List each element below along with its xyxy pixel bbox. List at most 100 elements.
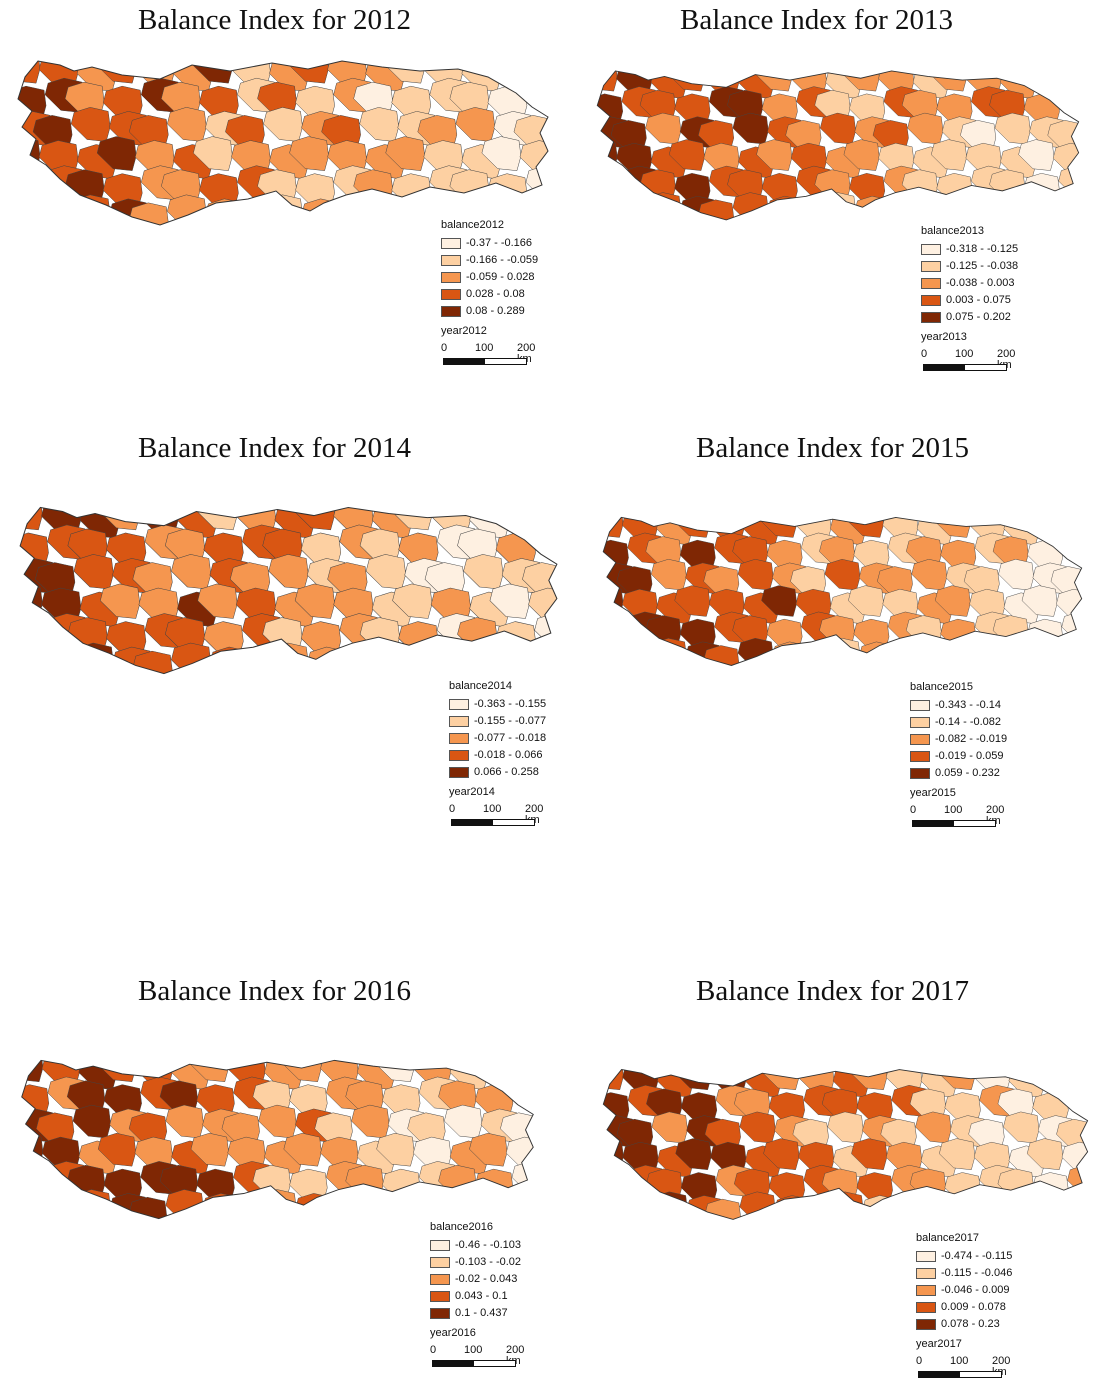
province-region: [968, 1198, 1005, 1220]
province-region: [930, 139, 967, 171]
province-region: [525, 165, 548, 201]
province-region: [824, 638, 861, 666]
province-region: [229, 650, 270, 674]
legend-swatch: [430, 1240, 450, 1251]
province-region: [72, 1104, 111, 1139]
province-region: [171, 642, 212, 674]
legend-label: -0.018 - 0.066: [474, 749, 543, 761]
map-title: Balance Index for 2017: [696, 975, 969, 1007]
province-region: [733, 1168, 771, 1201]
province-region: [203, 532, 244, 568]
province-region: [519, 140, 548, 175]
province-region: [772, 641, 808, 666]
province-region: [944, 1172, 981, 1204]
province-region: [103, 1084, 142, 1118]
map-title: Balance Index for 2013: [680, 4, 953, 36]
province-region: [645, 192, 682, 220]
legend-entry: -0.038 - 0.003: [921, 275, 1031, 292]
province-region: [345, 1080, 384, 1115]
province-region: [398, 532, 439, 568]
province-region: [651, 1111, 688, 1144]
legend-title: balance2016: [430, 1221, 494, 1233]
legend-swatch: [441, 255, 461, 266]
province-region: [489, 583, 530, 619]
province-region: [227, 1136, 266, 1171]
map-title: Balance Index for 2016: [138, 975, 411, 1007]
province-region: [668, 139, 705, 171]
legend-entry: -0.318 - -0.125: [921, 241, 1031, 258]
province-region: [72, 1189, 111, 1219]
province-region: [469, 1132, 508, 1167]
legend-title: balance2015: [910, 681, 974, 693]
province-region: [1018, 139, 1055, 171]
legend-label: 0.08 - 0.289: [466, 305, 525, 317]
legend-entry: -0.37 - -0.166: [441, 235, 551, 252]
legend-swatch: [921, 278, 941, 289]
legend-label: -0.046 - 0.009: [941, 1284, 1010, 1296]
legend-label: -0.155 - -0.077: [474, 715, 547, 727]
scale-bar-graphic: [443, 358, 527, 365]
province-region: [481, 136, 522, 171]
province-region: [1032, 641, 1069, 666]
province-region: [359, 617, 400, 653]
province-region: [449, 81, 490, 117]
province-region: [940, 539, 977, 572]
province-region: [872, 199, 909, 220]
legend-label: -0.038 - 0.003: [946, 277, 1015, 289]
province-region: [710, 1141, 747, 1174]
legend-label: -0.343 - -0.14: [935, 699, 1002, 711]
legend-label: 0.059 - 0.232: [935, 767, 1000, 779]
province-region: [603, 585, 624, 617]
province-region: [320, 1136, 359, 1171]
legend-label: 0.009 - 0.078: [941, 1301, 1006, 1313]
province-region: [225, 115, 265, 150]
country-outline: [596, 70, 1080, 221]
scale-label: 0: [916, 1355, 923, 1367]
province-region: [164, 617, 206, 653]
legend-swatch: [921, 295, 941, 306]
province-region: [674, 585, 711, 617]
province-region: [167, 107, 207, 142]
province-region: [905, 536, 942, 568]
province-region: [858, 641, 895, 666]
province-region: [225, 202, 265, 225]
province-region: [798, 1141, 835, 1174]
province-region: [289, 1084, 328, 1118]
province-region: [792, 1198, 829, 1220]
province-region: [622, 1141, 659, 1174]
province-region: [128, 115, 169, 150]
province-region: [827, 1111, 864, 1144]
legend-label: -0.363 - -0.155: [474, 698, 547, 710]
scale-label: 0: [921, 348, 928, 360]
legend-entry: 0.043 - 0.1: [430, 1288, 540, 1305]
province-region: [698, 120, 735, 152]
province-region: [519, 61, 548, 88]
province-region: [41, 587, 82, 623]
province-region: [907, 112, 944, 145]
province-region: [911, 559, 948, 591]
province-region: [18, 173, 47, 209]
province-region: [1058, 165, 1079, 198]
province-region: [1026, 1138, 1064, 1170]
legend-entry: 0.08 - 0.289: [441, 303, 551, 320]
province-region: [915, 1191, 952, 1220]
province-region: [732, 536, 769, 568]
map-title: Balance Index for 2014: [138, 432, 411, 464]
legend-swatch: [449, 750, 469, 761]
scale-bar-graphic: [912, 820, 996, 827]
province-region: [878, 142, 915, 175]
province-region: [197, 583, 238, 619]
province-region: [35, 1112, 75, 1147]
province-region: [679, 539, 716, 572]
province-region: [819, 192, 856, 220]
province-region: [998, 638, 1034, 666]
legend-title: balance2014: [449, 680, 513, 692]
province-region: [202, 1193, 241, 1219]
province-region: [528, 507, 557, 535]
province-region: [994, 112, 1031, 145]
province-region: [939, 1138, 976, 1170]
province-region: [698, 199, 735, 220]
province-region: [703, 645, 740, 666]
legend-entry: -0.077 - -0.018: [449, 730, 559, 747]
legend-entry: 0.059 - 0.232: [910, 765, 1020, 782]
